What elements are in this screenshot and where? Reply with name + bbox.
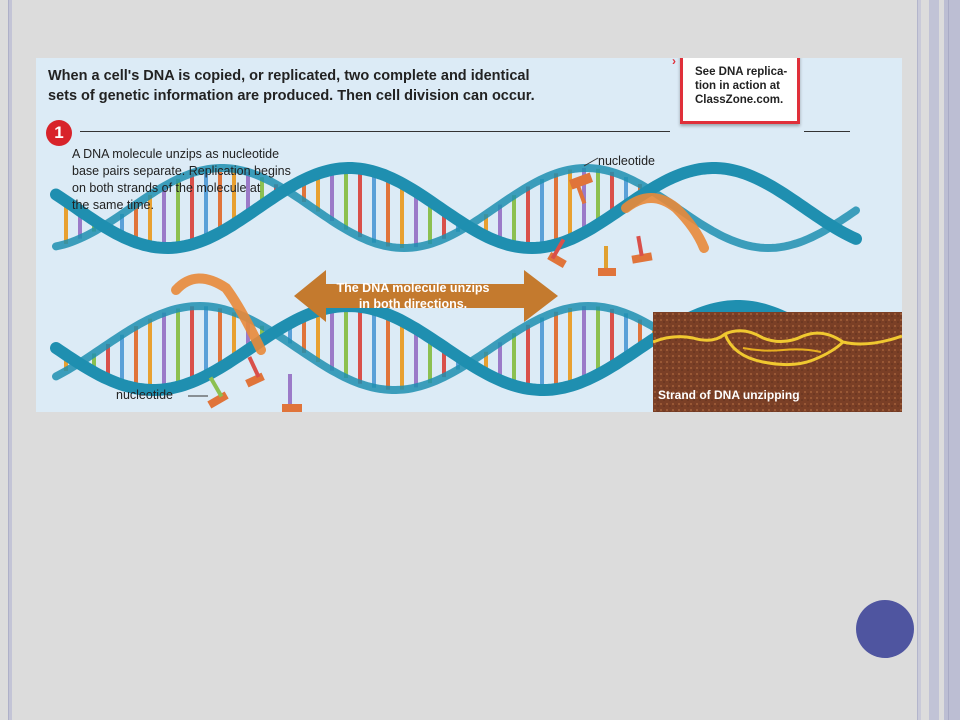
slide-frame-left bbox=[8, 0, 12, 720]
nucleotide-label-top: nucleotide bbox=[598, 154, 655, 168]
dna-strand bbox=[50, 162, 862, 255]
dna-replication-figure: When a cell's DNA is copied, or replicat… bbox=[36, 58, 902, 412]
nucleotide-label-bottom: nucleotide bbox=[116, 388, 173, 402]
circle-nav-dot[interactable] bbox=[856, 600, 914, 658]
dna-strand bbox=[52, 164, 860, 253]
heading-line-2: sets of genetic information are produced… bbox=[48, 88, 535, 104]
micrograph-caption: Strand of DNA unzipping bbox=[658, 388, 800, 402]
figure-heading: When a cell's DNA is copied, or replicat… bbox=[48, 66, 568, 106]
slide-frame-right bbox=[917, 0, 921, 720]
callout-line-2: tion in action at bbox=[695, 80, 780, 92]
desc-line-3: on both strands of the molecule at bbox=[72, 181, 261, 195]
desc-line-4: the same time. bbox=[72, 198, 154, 212]
step-description: A DNA molecule unzips as nucleotide base… bbox=[72, 146, 332, 214]
callout-pointer-icon: › bbox=[672, 58, 676, 68]
arrow-label: The DNA molecule unzips in both directio… bbox=[328, 280, 498, 312]
heading-line-1: When a cell's DNA is copied, or replicat… bbox=[48, 68, 530, 84]
slide-frame-right-band bbox=[929, 0, 939, 720]
callout-line-3: ClassZone.com. bbox=[695, 94, 784, 106]
micrograph-image bbox=[653, 312, 902, 412]
double-arrow bbox=[294, 270, 558, 322]
step-divider-right bbox=[804, 131, 850, 132]
step-number-badge: 1 bbox=[46, 120, 72, 146]
unwinding-ribbons bbox=[171, 193, 709, 355]
arrow-label-line-2: in both directions. bbox=[358, 297, 468, 311]
arrow-label-line-1: The DNA molecule unzips bbox=[336, 281, 490, 295]
callout-line-1: See DNA replica- bbox=[695, 66, 788, 78]
classzone-callout: See DNA replica- tion in action at Class… bbox=[680, 58, 800, 124]
desc-line-2: base pairs separate. Replication begins bbox=[72, 164, 291, 178]
desc-line-1: A DNA molecule unzips as nucleotide bbox=[72, 147, 280, 161]
loose-nucleotides bbox=[188, 157, 653, 412]
step-divider bbox=[80, 131, 670, 132]
slide-frame-right-edge bbox=[944, 0, 960, 720]
